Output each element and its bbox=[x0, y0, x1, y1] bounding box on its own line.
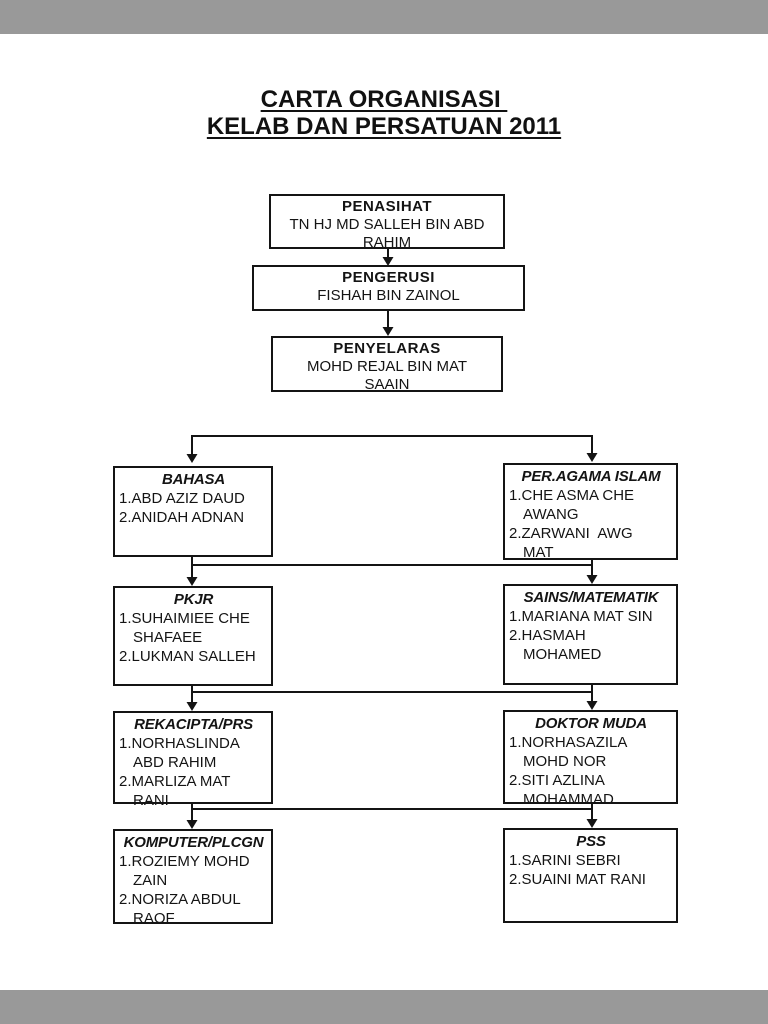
org-box-penasihat: PENASIHAT TN HJ MD SALLEH BIN ABD RAHIM bbox=[269, 194, 505, 251]
org-box-komputer-plcgn: KOMPUTER/PLCGN 1.ROZIEMY MOHD ZAIN 2.NOR… bbox=[113, 829, 273, 927]
org-box-doktor-muda: DOKTOR MUDA 1.NORHASAZILA MOHD NOR 2.SIT… bbox=[503, 710, 678, 808]
committee-member: 1.NORHASAZILA MOHD NOR bbox=[509, 734, 628, 770]
committee-title: REKACIPTA/PRS bbox=[134, 716, 253, 733]
committee-member: 2.SITI AZLINA MOHAMMAD bbox=[509, 772, 614, 808]
committee-member: 2.SUAINI MAT RANI bbox=[509, 871, 646, 888]
role-label: PENASIHAT bbox=[341, 198, 433, 215]
org-box-pkjr: PKJR 1.SUHAIMIEE CHE SHAFAEE 2.LUKMAN SA… bbox=[113, 586, 273, 686]
role-label: PENGERUSI bbox=[342, 269, 435, 286]
role-holder-name: MOHD REJAL BIN MAT SAAIN bbox=[306, 358, 467, 393]
committee-member: 2.LUKMAN SALLEH bbox=[119, 648, 256, 665]
viewer-letterbox-top bbox=[0, 0, 768, 34]
page-title: CARTA ORGANISASI KELAB DAN PERSATUAN 201… bbox=[0, 86, 768, 140]
role-holder-name: FISHAH BIN ZAINOL bbox=[317, 287, 460, 304]
role-label: PENYELARAS bbox=[333, 340, 441, 357]
org-box-pss: PSS 1.SARINI SEBRI 2.SUAINI MAT RANI bbox=[503, 828, 678, 923]
committee-member: 1.ROZIEMY MOHD ZAIN bbox=[119, 853, 250, 889]
committee-member: 1.NORHASLINDA ABD RAHIM bbox=[119, 735, 240, 771]
role-holder-name: TN HJ MD SALLEH BIN ABD RAHIM bbox=[289, 216, 485, 251]
committee-member: 2.HASMAH MOHAMED bbox=[509, 627, 602, 663]
committee-member: 2.ZARWANI AWG MAT bbox=[509, 525, 633, 561]
committee-title: BAHASA bbox=[162, 471, 225, 488]
committee-member: 2.NORIZA ABDUL RAOF bbox=[119, 891, 241, 927]
org-box-bahasa: BAHASA 1.ABD AZIZ DAUD 2.ANIDAH ADNAN bbox=[113, 466, 273, 557]
committee-title: KOMPUTER/PLCGN bbox=[123, 834, 264, 851]
committee-member: 1.ABD AZIZ DAUD bbox=[119, 490, 245, 507]
org-box-sains-matematik: SAINS/MATEMATIK 1.MARIANA MAT SIN 2.HASM… bbox=[503, 584, 678, 685]
org-box-penyelaras: PENYELARAS MOHD REJAL BIN MAT SAAIN bbox=[271, 336, 503, 393]
committee-title: PSS bbox=[576, 833, 606, 850]
viewer-letterbox-bottom bbox=[0, 990, 768, 1024]
committee-title: PER.AGAMA ISLAM bbox=[521, 468, 661, 485]
connector-branch-row1 bbox=[186, 435, 598, 463]
committee-title: PKJR bbox=[173, 591, 214, 608]
committee-member: 2.ANIDAH ADNAN bbox=[119, 509, 245, 526]
committee-title: DOKTOR MUDA bbox=[535, 715, 647, 732]
committee-member: 1.SARINI SEBRI bbox=[509, 852, 621, 869]
committee-member: 1.SUHAIMIEE CHE SHAFAEE bbox=[119, 610, 250, 646]
org-box-rekacipta-prs: REKACIPTA/PRS 1.NORHASLINDA ABD RAHIM 2.… bbox=[113, 711, 273, 809]
connector-row2-row3 bbox=[186, 685, 598, 711]
committee-member: 1.MARIANA MAT SIN bbox=[509, 608, 653, 625]
committee-title: SAINS/MATEMATIK bbox=[523, 589, 659, 606]
org-box-pengerusi: PENGERUSI FISHAH BIN ZAINOL bbox=[252, 265, 525, 311]
page-title-line-2: KELAB DAN PERSATUAN 2011 bbox=[206, 113, 562, 140]
org-box-per-agama-islam: PER.AGAMA ISLAM 1.CHE ASMA CHE AWANG 2.Z… bbox=[503, 463, 678, 561]
page-title-line-1: CARTA ORGANISASI bbox=[260, 86, 508, 113]
committee-member: 2.MARLIZA MAT RANI bbox=[119, 773, 231, 809]
committee-member: 1.CHE ASMA CHE AWANG bbox=[509, 487, 635, 523]
connector-pengerusi-penyelaras bbox=[382, 311, 394, 336]
